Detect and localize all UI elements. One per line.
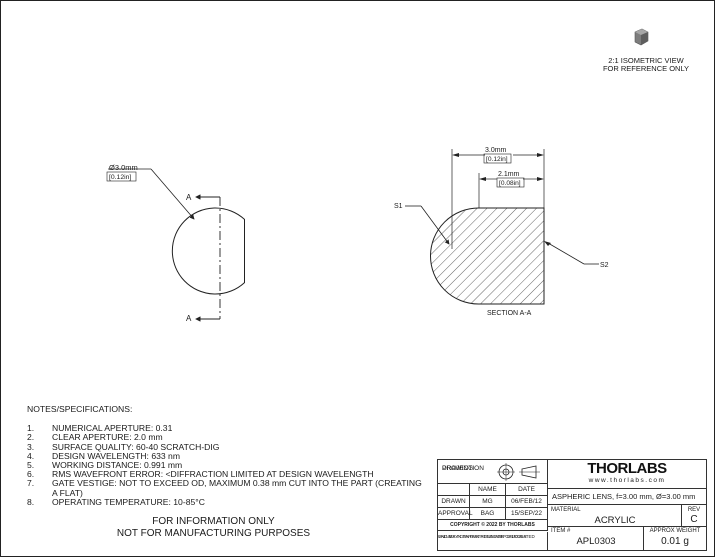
s1-leader: [420, 205, 450, 245]
drawn-date: 06/FEB/12: [506, 496, 548, 508]
name-header: NAME: [470, 484, 506, 496]
rev-value: C: [690, 514, 698, 525]
thorlabs-logo: THORLABS: [587, 460, 667, 477]
projection-label-line2: PROJECTION: [442, 465, 484, 472]
diameter-dim: Ø3.0mm: [109, 163, 138, 172]
note-text: WORKING DISTANCE: 0.991 mm: [52, 460, 183, 471]
technical-drawing: A A Ø3.0mm [0.12in] 3.0mm [0.12in]: [106, 147, 609, 323]
note-number: 3.: [27, 441, 35, 452]
note-text: RMS WAVEFRONT ERROR: <DIFFRACTION LIMITE…: [52, 469, 374, 480]
notes-section: NOTES/SPECIFICATIONS: 1. NUMERICAL APERTU…: [27, 404, 427, 507]
notes-header: NOTES/SPECIFICATIONS:: [27, 404, 133, 414]
overall-arrow-left: [452, 153, 459, 157]
overall-arrow-right: [537, 153, 544, 157]
isometric-caption-line2: FOR REFERENCE ONLY: [602, 64, 690, 74]
disclaimer-line1: FOR INFORMATION ONLY: [152, 516, 275, 527]
front-view: A A Ø3.0mm [0.12in]: [106, 163, 245, 323]
rev-cell: REV C: [682, 505, 706, 527]
note-number: 1.: [27, 423, 35, 434]
values-note: VALUES IN PARENTHESIS ARE CALCULATED AND…: [438, 532, 548, 550]
material-label: MATERIAL: [551, 507, 581, 513]
section-view: 3.0mm [0.12in] 2.1mm [0.08in] S1 S2 SECT…: [394, 147, 609, 317]
drawn-label: DRAWN: [438, 496, 470, 508]
note-text: CLEAR APERTURE: 2.0 mm: [52, 432, 163, 443]
note-text: SURFACE QUALITY: 60-40 SCRATCH-DIG: [52, 441, 220, 452]
title-block: DRAWING PROJECTION NAME DATE DRAWN MG 06…: [437, 459, 707, 551]
blank-header-cell: [438, 484, 470, 496]
surface1-label: S1: [394, 203, 403, 210]
projection-cell: DRAWING PROJECTION: [438, 460, 548, 484]
rev-label: REV: [687, 507, 701, 513]
note-number: 5.: [27, 460, 35, 471]
item-number: APL0303: [576, 536, 616, 547]
drawn-name: MG: [470, 496, 506, 508]
values-note-line1: VALUES IN PARENTHESIS ARE CALCULATED: [438, 534, 535, 539]
thickness-arrow-left: [479, 177, 486, 181]
projection-symbol-icon: [497, 463, 540, 481]
logo-area: THORLABS www.thorlabs.com: [548, 460, 706, 485]
note-item: 7. GATE VESTIGE: NOT TO EXCEED OD, MAXIMU…: [27, 478, 427, 498]
note-number: 2.: [27, 432, 35, 443]
section-label-top: A: [186, 193, 192, 202]
note-item: 5. WORKING DISTANCE: 0.991 mm: [27, 460, 427, 471]
approval-date: 15/SEP/22: [506, 508, 548, 520]
overall-dim: 3.0mm: [485, 147, 507, 154]
note-item: 3. SURFACE QUALITY: 60-40 SCRATCH-DIG: [27, 441, 427, 452]
surface2-label: S2: [600, 262, 609, 269]
section-caption: SECTION A-A: [487, 310, 532, 317]
material-cell: MATERIAL ACRYLIC: [548, 505, 682, 527]
isometric-lens-icon: [634, 28, 649, 46]
note-item: 4. DESIGN WAVELENGTH: 633 nm: [27, 450, 427, 461]
copyright: COPYRIGHT © 2022 BY THORLABS: [438, 520, 548, 531]
note-number: 4.: [27, 450, 35, 461]
note-text: GATE VESTIGE: NOT TO EXCEED OD, MAXIMUM …: [52, 478, 422, 498]
thickness-dim-inch: [0.08in]: [499, 180, 521, 187]
note-number: 7.: [27, 478, 35, 489]
thickness-arrow-right: [537, 177, 544, 181]
diameter-inch-box: [106, 171, 137, 182]
overall-inch-box: [483, 153, 512, 164]
isometric-caption: 2:1 ISOMETRIC VIEW FOR REFERENCE ONLY: [591, 56, 701, 74]
values-note-line2: AND MAY CONTAIN ROUNDOFF ERRORS: [438, 534, 527, 539]
thickness-inch-box: [496, 177, 525, 188]
s2-arrow: [544, 241, 551, 246]
item-cell: ITEM # APL0303: [548, 527, 644, 550]
section-label-bottom: A: [186, 314, 192, 323]
date-header: DATE: [506, 484, 548, 496]
item-label: ITEM #: [551, 528, 571, 534]
website: www.thorlabs.com: [588, 477, 666, 484]
note-item: 1. NUMERICAL APERTURE: 0.31: [27, 423, 427, 434]
weight-cell: APPROX WEIGHT 0.01 g: [644, 527, 706, 550]
disclaimer-line2: NOT FOR MANUFACTURING PURPOSES: [116, 528, 311, 539]
s2-leader: [547, 242, 585, 265]
material-value: ACRYLIC: [594, 515, 636, 526]
note-text: NUMERICAL APERTURE: 0.31: [52, 423, 173, 434]
lens-outline: [171, 207, 245, 295]
note-item: 8. OPERATING TEMPERATURE: 10-85°C: [27, 496, 427, 507]
diameter-leader: [150, 168, 195, 220]
note-text: OPERATING TEMPERATURE: 10-85°C: [52, 496, 205, 507]
diameter-dim-inch: [0.12in]: [109, 174, 131, 181]
lens-section: [430, 207, 545, 305]
weight-label: APPROX WEIGHT: [649, 528, 701, 534]
approval-label: APPROVAL: [438, 508, 473, 520]
thickness-dim: 2.1mm: [498, 171, 520, 178]
disclaimer: FOR INFORMATION ONLY NOT FOR MANUFACTURI…: [101, 516, 326, 540]
projection-label-line1: DRAWING: [442, 465, 474, 472]
note-item: 6. RMS WAVEFRONT ERROR: <DIFFRACTION LIMI…: [27, 470, 427, 479]
note-number: 8.: [27, 496, 35, 507]
note-item: 2. CLEAR APERTURE: 2.0 mm: [27, 433, 427, 442]
weight-value: 0.01 g: [661, 536, 689, 547]
approval-name: BAG: [470, 508, 506, 520]
overall-dim-inch: [0.12in]: [486, 156, 508, 163]
notes-list: 1. NUMERICAL APERTURE: 0.31 2. CLEAR APERT…: [27, 423, 427, 507]
part-description: ASPHERIC LENS, f=3.00 mm, Ø=3.00 mm: [548, 488, 706, 505]
note-number: 6.: [27, 469, 35, 480]
isometric-caption-line1: 2:1 ISOMETRIC VIEW: [608, 56, 684, 65]
note-text: DESIGN WAVELENGTH: 633 nm: [52, 450, 180, 461]
